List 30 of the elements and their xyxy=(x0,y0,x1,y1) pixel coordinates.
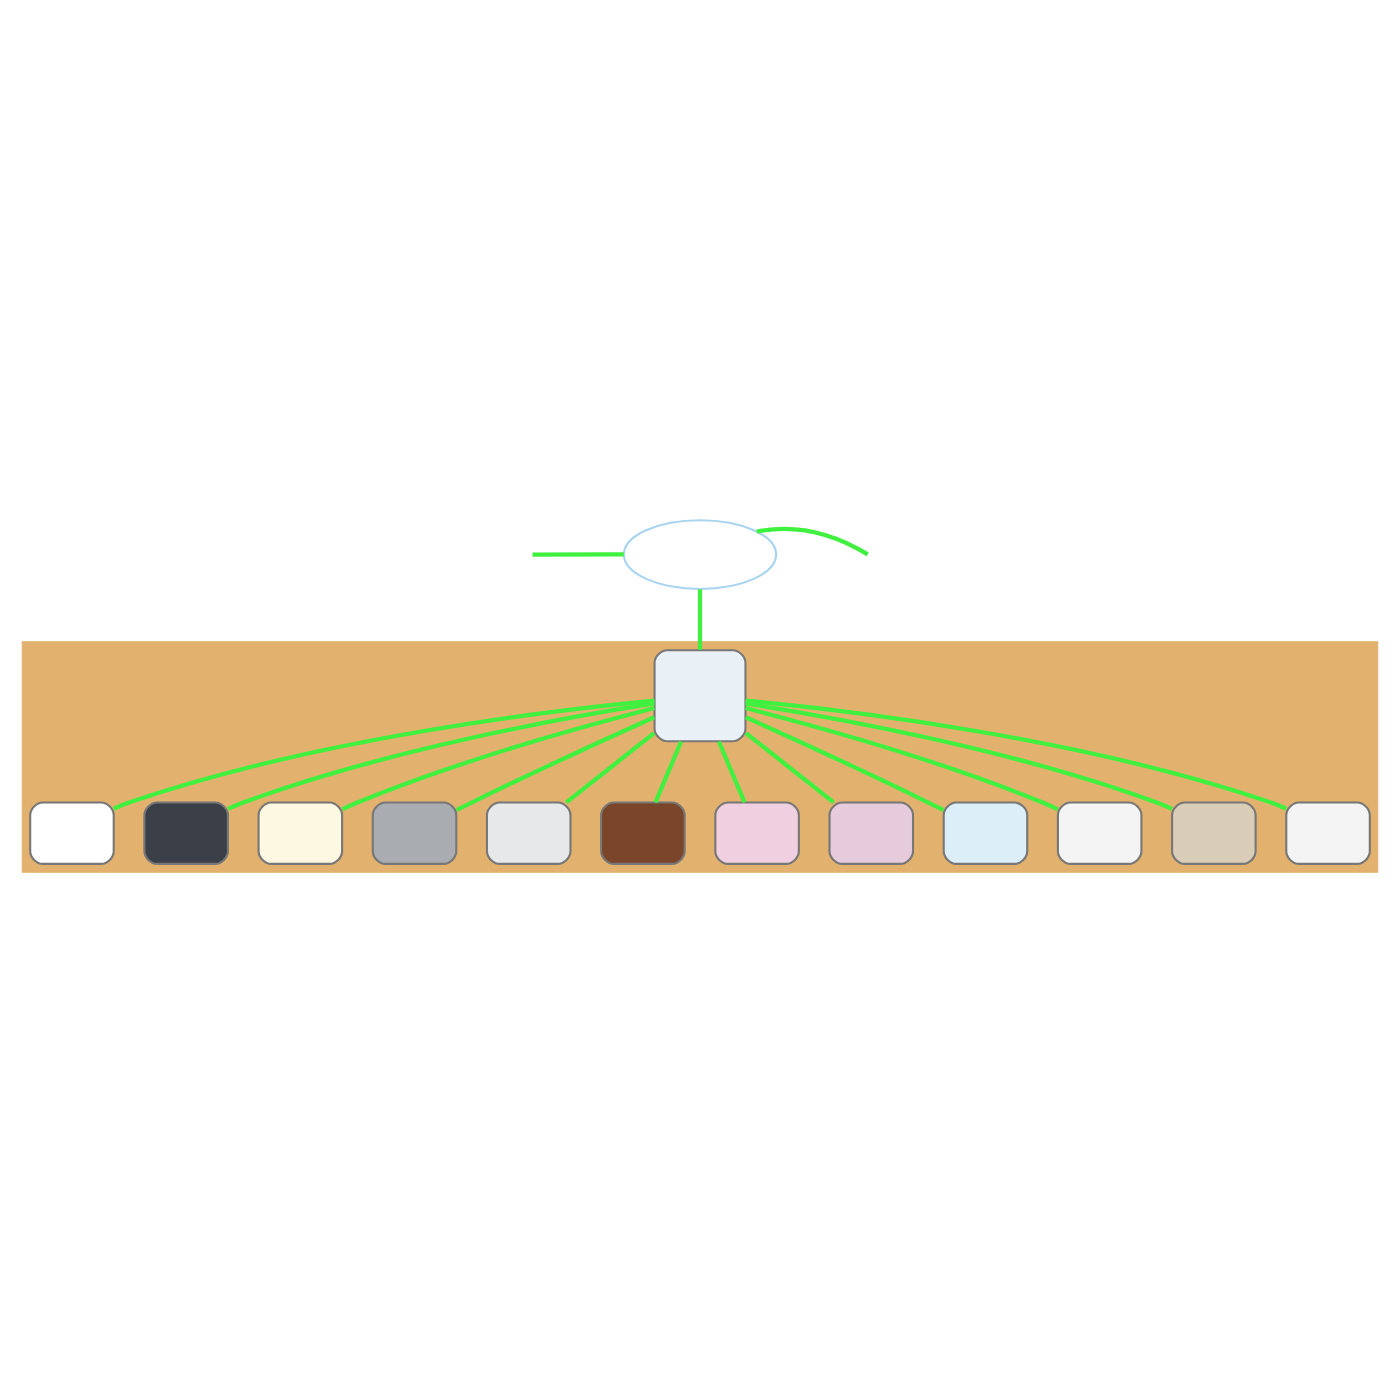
connector xyxy=(227,700,655,811)
connector xyxy=(653,740,684,803)
connector xyxy=(341,705,655,811)
connector xyxy=(744,730,835,804)
connector xyxy=(744,714,945,812)
connector xyxy=(455,714,656,812)
node-box xyxy=(1056,800,1143,865)
connector xyxy=(565,730,656,804)
connector xyxy=(756,526,869,556)
connector xyxy=(745,705,1059,811)
node-cloud xyxy=(622,518,778,590)
connector xyxy=(532,551,624,557)
node-box xyxy=(714,800,800,865)
connector xyxy=(697,588,703,650)
node-box xyxy=(257,800,344,865)
node-box xyxy=(143,800,229,865)
node-box xyxy=(29,800,115,865)
node-box xyxy=(371,800,458,865)
cluster xyxy=(21,640,1379,873)
node-box xyxy=(1285,800,1371,865)
connector xyxy=(745,698,1288,811)
connector xyxy=(112,698,655,811)
node-box xyxy=(828,800,915,865)
node-box xyxy=(1171,800,1257,865)
node-box xyxy=(653,648,747,742)
connector xyxy=(745,700,1173,811)
connector xyxy=(716,740,747,803)
node-box xyxy=(600,800,686,865)
node-box xyxy=(942,800,1029,865)
node-box xyxy=(485,800,572,865)
